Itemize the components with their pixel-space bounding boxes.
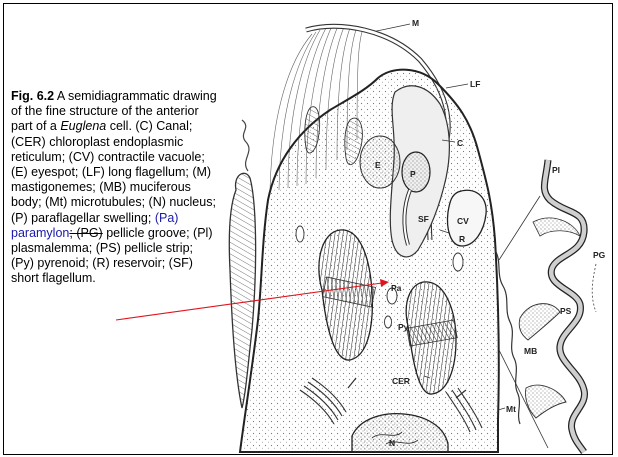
label-mt: Mt: [506, 404, 516, 414]
label-lf: LF: [470, 79, 480, 89]
label-pg: PG: [593, 250, 606, 260]
label-sf: SF: [418, 214, 429, 224]
label-e: E: [375, 160, 381, 170]
label-pl: Pl: [552, 165, 560, 175]
label-cv: CV: [457, 216, 469, 226]
label-ps: PS: [560, 306, 572, 316]
label-c: C: [457, 138, 463, 148]
pellicle-enlargement: [519, 160, 596, 452]
label-mb: MB: [524, 346, 537, 356]
m-leader: [372, 24, 410, 32]
label-r: R: [459, 234, 465, 244]
label-n: N: [389, 438, 395, 448]
label-m: M: [412, 18, 419, 28]
label-py: Py: [398, 322, 409, 332]
label-p: P: [410, 169, 416, 179]
paraflagellar-swelling: [402, 152, 430, 192]
label-cer: CER: [392, 376, 410, 386]
label-pa: Pa: [391, 283, 402, 293]
